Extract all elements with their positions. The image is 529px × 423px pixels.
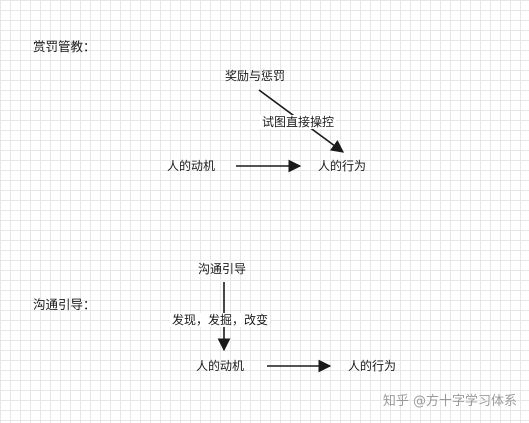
node-communicate: 沟通引导 xyxy=(198,262,247,276)
node-bottom-behavior: 人的行为 xyxy=(348,359,397,373)
section-label-communication: 沟通引导： xyxy=(33,297,96,312)
edge-label-discover: 发现，发掘，改变 xyxy=(170,313,271,327)
watermark: 知乎 @方十字学习体系 xyxy=(382,394,517,409)
node-bottom-motive: 人的动机 xyxy=(196,359,245,373)
node-reward-punish: 奖励与惩罚 xyxy=(225,69,286,83)
edge-label-manipulate: 试图直接操控 xyxy=(260,115,337,129)
section-label-reward-punishment: 赏罚管教： xyxy=(33,39,96,54)
node-top-motive: 人的动机 xyxy=(167,159,216,173)
node-top-behavior: 人的行为 xyxy=(318,159,367,173)
